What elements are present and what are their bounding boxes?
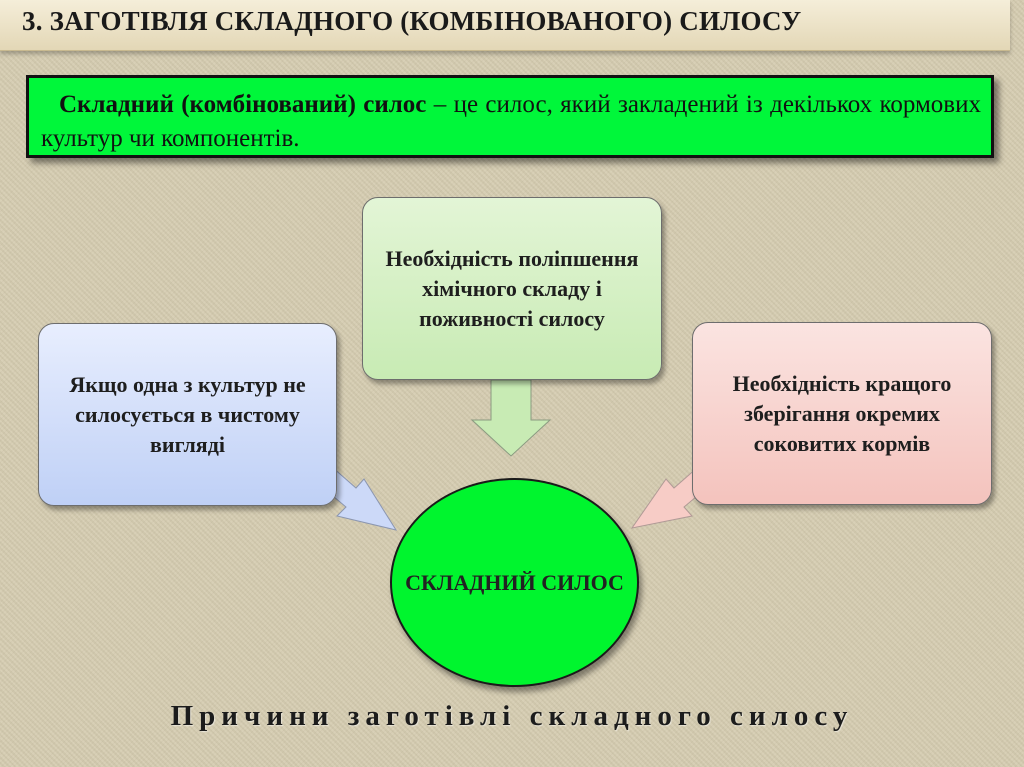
arrow-down-icon [470, 379, 552, 457]
definition-term: Складний (комбінований) силос [59, 91, 427, 118]
reason-text-chemistry: Необхідність поліпшення хімічного складу… [385, 245, 639, 331]
page-title: 3. ЗАГОТІВЛЯ СКЛАДНОГО (КОМБІНОВАНОГО) С… [22, 6, 802, 36]
reason-text-storage: Необхідність кращого зберігання окремих … [732, 370, 952, 456]
center-node-label: СКЛАДНИЙ СИЛОС [405, 569, 624, 595]
diagram-caption: Причини заготівлі складного силосу [170, 700, 854, 732]
reason-box-storage: Необхідність кращого зберігання окремих … [692, 322, 992, 505]
definition-text: – це силос, який закладений із декількох… [41, 91, 981, 152]
center-node: СКЛАДНИЙ СИЛОС [390, 478, 639, 687]
reason-box-pure-culture: Якщо одна з культур не силосується в чис… [38, 323, 337, 506]
reason-box-chemistry: Необхідність поліпшення хімічного складу… [362, 197, 662, 380]
title-bar: 3. ЗАГОТІВЛЯ СКЛАДНОГО (КОМБІНОВАНОГО) С… [0, 0, 1010, 51]
reason-text-pure-culture: Якщо одна з культур не силосується в чис… [69, 371, 306, 457]
definition-box: Складний (комбінований) силос – це силос… [26, 75, 994, 158]
